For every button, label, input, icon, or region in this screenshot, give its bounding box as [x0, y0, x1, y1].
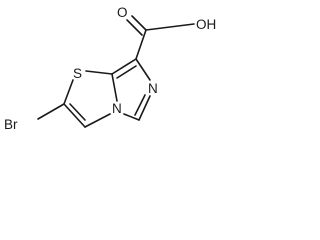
- bond-c7a-n: [111, 73, 118, 102]
- atom-label-n-imine: N: [148, 81, 158, 96]
- bond-c2-s: [63, 79, 74, 105]
- bond-layer: [37, 15, 195, 128]
- chemical-structure-canvas: Br S N N O OH: [0, 0, 223, 146]
- bond-c7a-c7-inner: [116, 65, 137, 79]
- bond-n6-c5-inner: [134, 94, 146, 116]
- bond-s-c7a: [85, 70, 113, 75]
- bond-n6-c5: [138, 95, 151, 121]
- bond-c-o-double-b: [126, 19, 143, 36]
- atom-label-oh: OH: [196, 17, 216, 32]
- atom-label-s: S: [73, 66, 82, 81]
- bond-c5-n: [123, 113, 140, 121]
- bond-c7-cooh: [135, 29, 147, 60]
- bond-n-c3: [84, 113, 111, 128]
- molecule-drawing: Br S N N O OH: [4, 5, 216, 132]
- atom-label-br: Br: [4, 117, 18, 132]
- bond-c-oh: [145, 23, 195, 31]
- bond-c3-c2-inner: [69, 103, 86, 121]
- atom-label-o-carbonyl: O: [117, 5, 128, 20]
- atom-label-layer: Br S N N O OH: [4, 5, 216, 132]
- bond-c7a-c7: [111, 58, 137, 75]
- bond-c-o-double-a: [131, 15, 147, 31]
- bond-c7-n6: [135, 58, 151, 81]
- bond-c3-c2: [63, 103, 86, 128]
- atom-label-n-ring: N: [112, 101, 122, 116]
- bond-c-br: [37, 103, 65, 120]
